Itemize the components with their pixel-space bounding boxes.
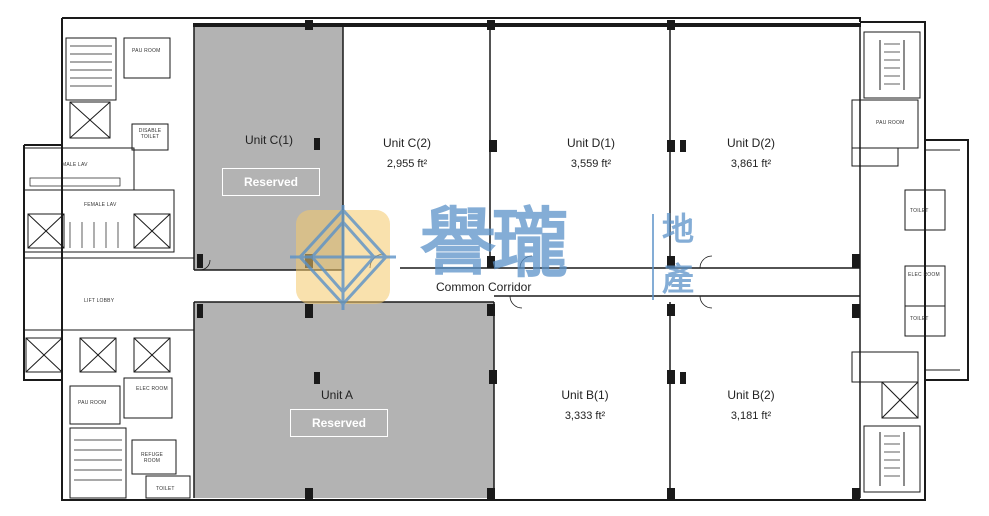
unit-b1-label[interactable]: Unit B(1) 3,333 ft² <box>530 388 640 422</box>
toilet-right-bottom-label: TOILET <box>910 316 929 322</box>
unit-a-fill[interactable] <box>194 302 494 498</box>
toilet-right-top-label: TOILET <box>910 208 929 214</box>
unit-a-reserved-badge: Reserved <box>290 409 388 437</box>
pau-room-bottom-left: PAU ROOM <box>78 400 107 406</box>
refuge-room-label: REFUGE ROOM <box>140 452 164 464</box>
right-stairs <box>884 43 900 477</box>
unit-d2-area: 3,861 ft² <box>730 158 772 170</box>
unit-c2-name: Unit C(2) <box>382 136 431 150</box>
pau-room-top-right: PAU ROOM <box>876 120 905 126</box>
structural-columns <box>197 20 860 500</box>
unit-b2-name: Unit B(2) <box>727 388 775 402</box>
watermark-text: 譽瓏 <box>420 199 568 288</box>
left-stairs <box>29 45 122 481</box>
unit-d1-name: Unit D(1) <box>566 136 615 150</box>
female-lav-label: FEMALE LAV <box>84 202 117 208</box>
unit-c2-area: 2,955 ft² <box>386 158 428 170</box>
unit-c1-label[interactable]: Unit C(1) <box>214 133 324 147</box>
unit-b1-name: Unit B(1) <box>561 388 609 402</box>
unit-a-label[interactable]: Unit A <box>282 388 392 402</box>
pau-room-top-left: PAU ROOM <box>132 48 161 54</box>
unit-d1-area: 3,559 ft² <box>570 158 612 170</box>
toilet-bottom-left-label: TOILET <box>156 486 175 492</box>
male-lav-label: MALE LAV <box>62 162 88 168</box>
unit-a-name: Unit A <box>320 388 353 402</box>
unit-d1-label[interactable]: Unit D(1) 3,559 ft² <box>536 136 646 170</box>
disable-toilet-label: DISABLE TOILET <box>138 128 162 140</box>
unit-c1-reserved-badge: Reserved <box>222 168 320 196</box>
unit-d2-name: Unit D(2) <box>726 136 775 150</box>
common-corridor-label: Common Corridor <box>436 280 532 294</box>
watermark-divider <box>652 214 654 300</box>
watermark-side-bottom: 產 <box>662 260 695 298</box>
right-core <box>851 31 960 493</box>
unit-d2-label[interactable]: Unit D(2) 3,861 ft² <box>696 136 806 170</box>
unit-b2-label[interactable]: Unit B(2) 3,181 ft² <box>696 388 806 422</box>
unit-b2-area: 3,181 ft² <box>730 410 772 422</box>
unit-b1-area: 3,333 ft² <box>564 410 606 422</box>
left-core <box>23 37 194 499</box>
unit-c2-label[interactable]: Unit C(2) 2,955 ft² <box>352 136 462 170</box>
unit-c1-name: Unit C(1) <box>244 133 293 147</box>
elec-room-left-label: ELEC ROOM <box>136 386 168 392</box>
lift-lobby-label: LIFT LOBBY <box>84 298 115 304</box>
elec-room-right-label: ELEC ROOM <box>908 272 940 278</box>
watermark-side-top: 地 <box>662 210 695 248</box>
